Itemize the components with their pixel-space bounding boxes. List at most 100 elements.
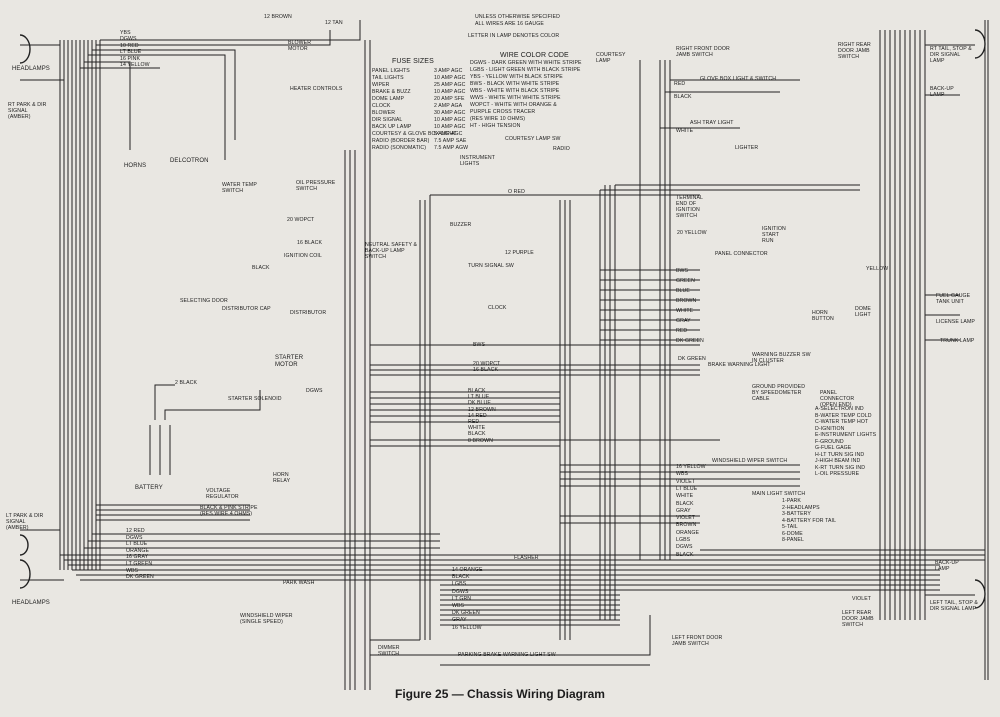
wire-label: VIOLET [676, 515, 696, 522]
misc-bws: BWS [473, 342, 486, 348]
panel-connector-label: PANEL CONNECTOR [715, 251, 768, 257]
fuse-name: DIR SIGNAL [372, 117, 403, 123]
headlamps-top-label: HEADLAMPS [12, 66, 50, 72]
misc-violet: VIOLET [852, 596, 872, 602]
wire-label: 10 RED [120, 42, 139, 49]
black-pink-stripe-label: BLACK & PINK STRIPE (RES WIRE 4 OHMS) [200, 505, 258, 517]
wire-label: BLACK [452, 574, 470, 581]
fuse-name: BRAKE & BUZZ [372, 89, 411, 95]
fuel-gauge-label: FUEL GAUGE TANK UNIT [936, 293, 971, 305]
backup-lamp-top-label: BACK-UP LAMP [930, 86, 954, 98]
panel-connector-legend-row: K-RT TURN SIG IND [815, 464, 866, 471]
light-switch-legend-row: 2-HEADLAMPS [782, 504, 820, 511]
fuse-value: 5 AMP AGC [434, 131, 463, 137]
neutral-safety-label: NEUTRAL SAFETY & BACK-UP LAMP SWITCH [365, 242, 418, 260]
terminal-ignition-label: TERMINAL END OF IGNITION SWITCH [676, 195, 703, 219]
wire-label: DGWS [676, 544, 693, 551]
figure-caption: Figure 25 — Chassis Wiring Diagram [395, 687, 605, 701]
starter-motor-label: STARTER MOTOR [275, 355, 304, 368]
misc-brown12: 12 BROWN [264, 14, 292, 20]
lighter-label: LIGHTER [735, 145, 759, 151]
misc-dgws: DGWS [306, 388, 323, 394]
fuse-name: WIPER [372, 82, 390, 88]
misc-dkgreen: DK GREEN [678, 356, 706, 362]
wire-label: BLACK [676, 500, 694, 507]
fuse-sizes-title: FUSE SIZES [392, 58, 434, 65]
misc-wopct2: 20 WOPCT [473, 361, 501, 367]
wire-color-code-row: LGBS - LIGHT GREEN WITH BLACK STRIPE [470, 67, 581, 73]
backup-lamp-bottom-label: BACK-UP LAMP [935, 560, 959, 572]
fuse-value: 7.5 AMP SAE [434, 138, 467, 144]
misc-yellow20: 20 YELLOW [677, 230, 707, 236]
wire-label: LT BLUE [468, 394, 490, 401]
radio-label: RADIO [553, 146, 570, 152]
wire-label: ORANGE [676, 529, 700, 536]
horn-relay-label: HORN RELAY [273, 472, 291, 484]
wire-label: DK GREEN [452, 610, 480, 617]
glove-box-label: GLOVE BOX LIGHT & SWITCH [700, 76, 777, 82]
wire-label: 12 BROWN [468, 406, 496, 413]
fuse-name: RADIO (SONOMATIC) [372, 145, 427, 151]
fuse-value: 10 AMP AGC [434, 75, 466, 81]
left-rear-door-label: LEFT REAR DOOR JAMB SWITCH [842, 610, 874, 628]
panel-connector-legend-row: L-OIL PRESSURE [815, 471, 860, 477]
distributor-cap-label: DISTRIBUTOR CAP [222, 306, 271, 312]
fuse-name: PANEL LIGHTS [372, 68, 410, 74]
fuse-value: 2 AMP AGA [434, 103, 463, 109]
fuse-value: 7.5 AMP AGW [434, 145, 469, 151]
wire-label: DGWS [120, 36, 137, 43]
wire-label: LT GRN [452, 595, 472, 602]
turn-signal-sw-label: TURN SIGNAL SW [468, 263, 514, 269]
wire-label: WBS [676, 471, 689, 478]
fuse-name: RADIO (BORDER BAR) [372, 138, 430, 144]
main-light-switch-label: MAIN LIGHT SWITCH [752, 491, 806, 497]
wire-label: 16 PINK [120, 55, 141, 62]
note-line-1: UNLESS OTHERWISE SPECIFIED [475, 14, 560, 20]
wire-label: 8 BROWN [468, 437, 493, 444]
fuse-value: 10 AMP AGC [434, 124, 466, 130]
panel-wire-label: BLUE [676, 288, 690, 294]
wire-label: 16 GRAY [126, 554, 149, 561]
headlamps-bottom-label: HEADLAMPS [12, 600, 50, 606]
wire-label: LGBS [452, 581, 467, 588]
fuse-value: 10 AMP AGC [434, 117, 466, 123]
wire-label: WHITE [676, 493, 694, 500]
clock-label: CLOCK [488, 305, 507, 311]
misc-black-r: BLACK [674, 94, 692, 100]
panel-connector-legend-title: PANEL CONNECTOR (OPEN END) [820, 390, 855, 408]
wire-color-code-row: YBS - YELLOW WITH BLACK STRIPE [470, 74, 563, 80]
rt-rear-door-label: RIGHT REAR DOOR JAMB SWITCH [838, 42, 871, 60]
wire-label: LT BLUE [126, 541, 148, 548]
panel-connector-legend-row: B-WATER TEMP COLD [815, 412, 872, 419]
wire-label: ORANGE [126, 547, 150, 554]
panel-wire-label: BWS [676, 268, 689, 274]
light-switch-legend-row: 8-PANEL [782, 537, 804, 543]
ignition-start-run-label: IGNITION START RUN [762, 226, 786, 244]
panel-connector-legend-row: A-SELECTRON IND [815, 406, 864, 412]
wire-color-code-row: WWS - WHITE WITH WHITE STRIPE [470, 95, 561, 101]
oil-pressure-switch-label: OIL PRESSURE SWITCH [296, 180, 336, 192]
heater-controls-label: HEATER CONTROLS [290, 86, 343, 92]
wire-label: BLACK [468, 431, 486, 438]
light-switch-legend-row: 1-PARK [782, 498, 801, 504]
misc-black: BLACK [252, 265, 270, 271]
wire-label: LT BLUE [676, 485, 698, 492]
rt-park-signal-label: RT PARK & DIR SIGNAL (AMBER) [8, 102, 47, 120]
misc-wopct: 20 WOPCT [287, 217, 315, 223]
wire-color-code-row: HT - HIGH TENSION [470, 123, 521, 129]
wire-label: 16 YELLOW [452, 624, 482, 631]
park-wash-label: PARK WASH [283, 580, 315, 586]
ash-tray-label: ASH TRAY LIGHT [690, 120, 734, 126]
wire-label: DK BLUE [468, 400, 491, 407]
panel-connector-legend-row: H-LT TURN SIG IND [815, 451, 865, 458]
horn-button-label: HORN BUTTON [812, 310, 834, 322]
panel-connector-legend-row: G-FUEL GAGE [815, 445, 852, 451]
instrument-lights-label: INSTRUMENT LIGHTS [460, 155, 495, 167]
starter-solenoid-label: STARTER SOLENOID [228, 396, 282, 402]
wire-label: 14 YELLOW [120, 62, 150, 68]
courtesy-lamp-label: COURTESY LAMP [596, 52, 626, 64]
wire-color-code-row: (RES WIRE 10 OHMS) [470, 116, 526, 122]
fuse-name: TAIL LIGHTS [372, 75, 404, 81]
